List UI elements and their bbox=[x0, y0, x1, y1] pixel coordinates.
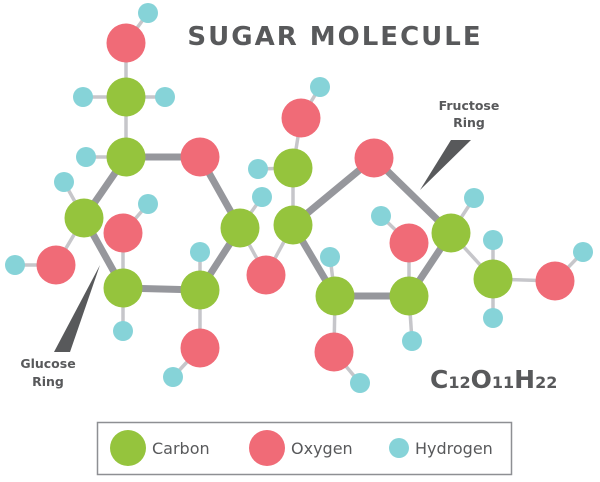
bonds bbox=[15, 11, 585, 385]
glucose-label-line2: Ring bbox=[32, 374, 64, 389]
hydrogen-atom bbox=[138, 3, 158, 23]
hydrogen-atom bbox=[76, 147, 96, 167]
hydrogen-atom bbox=[190, 242, 210, 262]
glucose-pointer bbox=[54, 265, 100, 352]
hydrogen-atom bbox=[163, 367, 183, 387]
hydrogen-atom bbox=[350, 373, 370, 393]
hydrogen-atom bbox=[54, 172, 74, 192]
legend: Carbon Oxygen Hydrogen bbox=[96, 421, 513, 476]
carbon-atom bbox=[220, 208, 260, 248]
diagram-title: SUGAR MOLECULE bbox=[187, 22, 482, 52]
hydrogen-atom bbox=[483, 230, 503, 250]
hydrogen-atom bbox=[320, 247, 340, 267]
hydrogen-atom bbox=[483, 308, 503, 328]
hydrogen-atom bbox=[73, 87, 93, 107]
legend-hydrogen-label: Hydrogen bbox=[415, 439, 493, 458]
oxygen-atom bbox=[281, 98, 321, 138]
legend-carbon-label: Carbon bbox=[152, 439, 210, 458]
carbon-atom bbox=[106, 77, 146, 117]
chemical-formula: C12O11H22 bbox=[430, 365, 557, 394]
oxygen-atom bbox=[106, 23, 146, 63]
fructose-pointer bbox=[420, 140, 471, 190]
carbon-atom bbox=[180, 270, 220, 310]
hydrogen-atom bbox=[371, 206, 391, 226]
fructose-label-line2: Ring bbox=[453, 115, 485, 130]
oxygen-atom bbox=[103, 213, 143, 253]
hydrogen-atom bbox=[310, 77, 330, 97]
oxygen-atom bbox=[180, 328, 220, 368]
oxygen-atom bbox=[314, 332, 354, 372]
hydrogen-atom bbox=[464, 188, 484, 208]
glucose-label-line1: Glucose bbox=[20, 356, 75, 371]
hydrogen-atom bbox=[138, 194, 158, 214]
hydrogen-atom bbox=[113, 321, 133, 341]
carbon-atom bbox=[273, 148, 313, 188]
oxygen-atom bbox=[535, 261, 575, 301]
legend-oxygen-swatch bbox=[249, 430, 285, 466]
legend-box bbox=[96, 421, 513, 476]
oxygen-atom bbox=[389, 223, 429, 263]
hydrogen-atom bbox=[5, 255, 25, 275]
carbon-atom bbox=[431, 213, 471, 253]
atoms bbox=[5, 3, 593, 393]
legend-carbon-swatch bbox=[110, 430, 146, 466]
carbon-atom bbox=[473, 259, 513, 299]
oxygen-atom bbox=[246, 255, 286, 295]
carbon-atom bbox=[106, 137, 146, 177]
carbon-atom bbox=[273, 205, 313, 245]
oxygen-atom bbox=[36, 245, 76, 285]
legend-hydrogen-swatch bbox=[389, 438, 409, 458]
hydrogen-atom bbox=[155, 87, 175, 107]
carbon-atom bbox=[64, 198, 104, 238]
hydrogen-atom bbox=[573, 242, 593, 262]
hydrogen-atom bbox=[248, 159, 268, 179]
oxygen-atom bbox=[354, 138, 394, 178]
carbon-atom bbox=[103, 268, 143, 308]
fructose-label-line1: Fructose bbox=[439, 98, 500, 113]
hydrogen-atom bbox=[402, 331, 422, 351]
legend-oxygen-label: Oxygen bbox=[291, 439, 353, 458]
oxygen-atom bbox=[180, 137, 220, 177]
hydrogen-atom bbox=[252, 187, 272, 207]
carbon-atom bbox=[315, 276, 355, 316]
carbon-atom bbox=[389, 276, 429, 316]
